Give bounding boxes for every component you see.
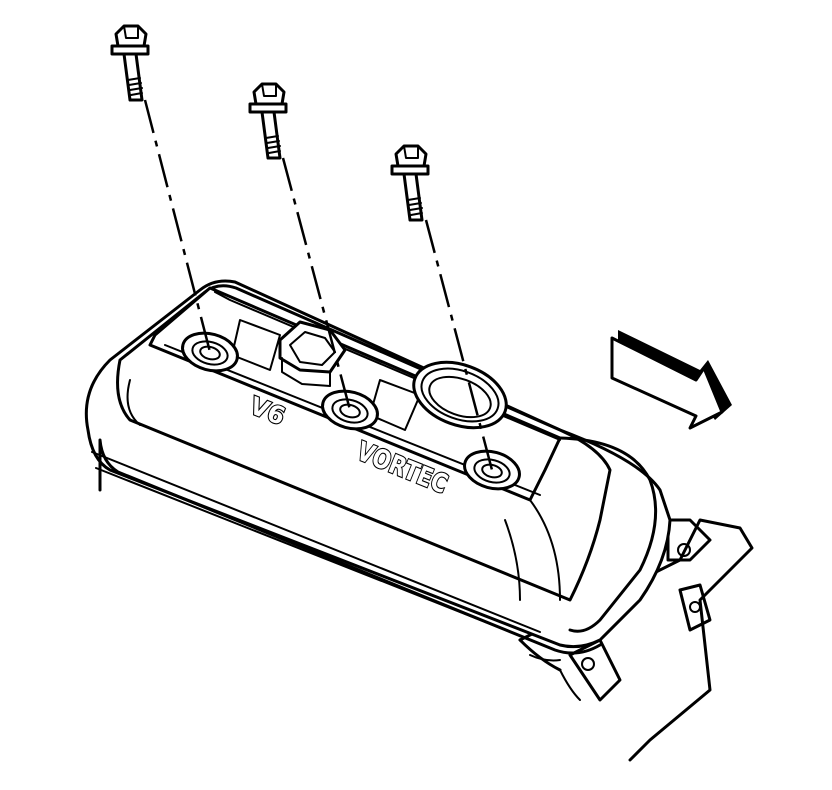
bolt-axis-left: [143, 99, 212, 353]
bolt-hole-right: [463, 449, 521, 491]
bolt-right: [390, 144, 430, 222]
bolt-hole-left: [181, 331, 239, 373]
bolt-axis-right: [424, 219, 494, 471]
front-of-vehicle-arrow-icon: [610, 330, 732, 430]
bolt-hole-center: [321, 389, 379, 431]
bolt-left: [110, 24, 150, 102]
bolt-axis-center: [281, 157, 352, 411]
bolt-center: [248, 82, 288, 160]
pcv-grommet: [412, 360, 508, 430]
